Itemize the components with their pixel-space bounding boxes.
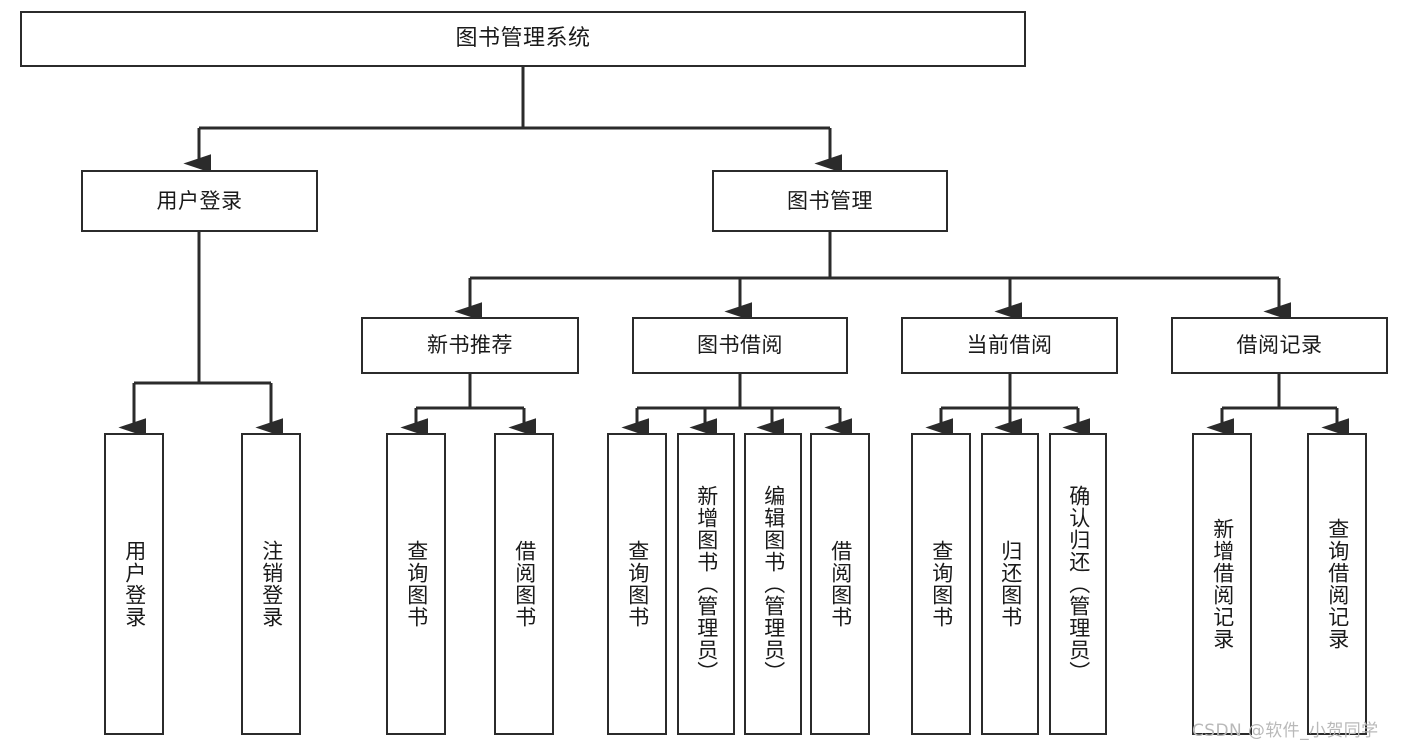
leaf-book-borrow-borrow-book[interactable]: 借阅图书	[810, 433, 870, 735]
node-label: 图书管理	[787, 188, 873, 213]
node-label: 借阅图书	[828, 540, 853, 628]
node-root-book-management-system[interactable]: 图书管理系统	[20, 11, 1026, 67]
node-label: 确认归还（管理员）	[1066, 485, 1091, 683]
node-label: 借阅记录	[1236, 333, 1323, 358]
leaf-book-borrow-edit-book-admin[interactable]: 编辑图书（管理员）	[744, 433, 802, 735]
node-label: 归还图书	[998, 540, 1023, 628]
node-label: 图书借阅	[697, 333, 783, 358]
leaf-new-book-query-book[interactable]: 查询图书	[386, 433, 446, 735]
leaf-borrow-record-query-record[interactable]: 查询借阅记录	[1307, 433, 1367, 735]
node-label: 图书管理系统	[455, 26, 591, 52]
node-label: 查询图书	[404, 540, 429, 628]
leaf-user-login-logout[interactable]: 注销登录	[241, 433, 301, 735]
node-book-borrow[interactable]: 图书借阅	[632, 317, 848, 374]
node-label: 编辑图书（管理员）	[761, 485, 786, 683]
node-label: 查询图书	[929, 540, 954, 628]
node-label: 当前借阅	[966, 333, 1053, 358]
node-label: 用户登录	[122, 540, 147, 628]
node-label: 用户登录	[156, 188, 243, 213]
leaf-new-book-borrow-book[interactable]: 借阅图书	[494, 433, 554, 735]
node-label: 新增图书（管理员）	[694, 485, 719, 683]
node-new-book-recommend[interactable]: 新书推荐	[361, 317, 579, 374]
node-label: 注销登录	[259, 540, 284, 628]
node-label: 查询借阅记录	[1325, 518, 1350, 650]
leaf-book-borrow-add-book-admin[interactable]: 新增图书（管理员）	[677, 433, 735, 735]
node-borrow-record[interactable]: 借阅记录	[1171, 317, 1388, 374]
leaf-borrow-record-add-record[interactable]: 新增借阅记录	[1192, 433, 1252, 735]
node-current-borrow[interactable]: 当前借阅	[901, 317, 1118, 374]
leaf-current-borrow-confirm-return-admin[interactable]: 确认归还（管理员）	[1049, 433, 1107, 735]
leaf-current-borrow-query-book[interactable]: 查询图书	[911, 433, 971, 735]
leaf-current-borrow-return-book[interactable]: 归还图书	[981, 433, 1039, 735]
leaf-user-login-login[interactable]: 用户登录	[104, 433, 164, 735]
node-label: 新书推荐	[427, 333, 513, 358]
node-user-login[interactable]: 用户登录	[81, 170, 318, 232]
node-label: 新增借阅记录	[1210, 518, 1235, 650]
node-book-management[interactable]: 图书管理	[712, 170, 948, 232]
node-label: 查询图书	[625, 540, 650, 628]
node-label: 借阅图书	[512, 540, 537, 628]
leaf-book-borrow-query-book[interactable]: 查询图书	[607, 433, 667, 735]
